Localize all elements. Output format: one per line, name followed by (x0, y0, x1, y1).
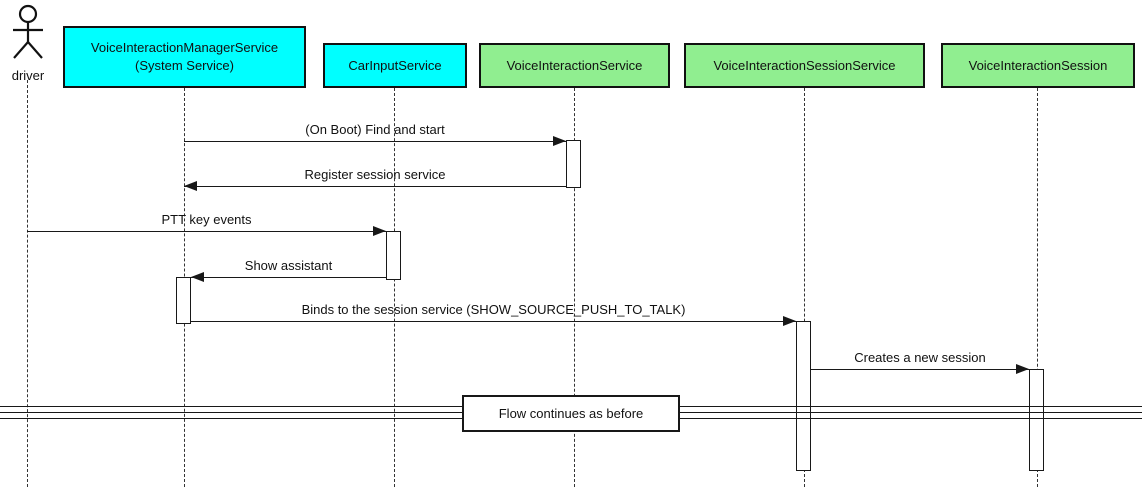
activation-bar-voice-interaction-session-service (796, 321, 811, 471)
lifeline-voice-interaction-session-service (804, 88, 805, 487)
actor-driver: driver (2, 4, 54, 83)
arrowhead-left-icon (184, 181, 197, 191)
participant-voice-interaction-manager-service: VoiceInteractionManagerService (System S… (63, 26, 306, 88)
activation-bar-car-input-service (386, 231, 401, 280)
message-creates-new-session: Creates a new session (811, 349, 1029, 374)
message-line (191, 272, 386, 282)
message-label: Creates a new session (854, 350, 986, 365)
arrowhead-right-icon (783, 316, 796, 326)
message-line (191, 316, 796, 326)
lifeline-car-input-service (394, 88, 395, 487)
message-ptt-key-events: PTT key events (27, 211, 386, 236)
message-register-session-service: Register session service (184, 166, 566, 191)
lifeline-voice-interaction-service (574, 88, 575, 487)
actor-figure-icon (13, 4, 43, 59)
arrowhead-right-icon (373, 226, 386, 236)
participant-voice-interaction-session: VoiceInteractionSession (941, 43, 1135, 88)
message-on-boot-find-and-start: (On Boot) Find and start (184, 121, 566, 146)
message-line (184, 181, 566, 191)
divider-label: Flow continues as before (498, 406, 644, 421)
lifeline-driver (27, 80, 28, 487)
message-label: PTT key events (161, 212, 252, 227)
arrowhead-left-icon (191, 272, 204, 282)
message-show-assistant: Show assistant (191, 257, 386, 282)
participant-voice-interaction-session-service: VoiceInteractionSessionService (684, 43, 925, 88)
activation-bar-voice-interaction-session (1029, 369, 1044, 471)
message-line (184, 136, 566, 146)
participant-car-input-service: CarInputService (323, 43, 467, 88)
divider-label-box: Flow continues as before (462, 395, 680, 432)
message-binds-to-session-service: Binds to the session service (SHOW_SOURC… (191, 301, 796, 326)
actor-label: driver (11, 68, 45, 83)
arrowhead-right-icon (1016, 364, 1029, 374)
message-label: Binds to the session service (SHOW_SOURC… (301, 302, 686, 317)
message-line (27, 226, 386, 236)
lifeline-voice-interaction-session (1037, 88, 1038, 487)
message-label: (On Boot) Find and start (305, 122, 445, 137)
participant-voice-interaction-service: VoiceInteractionService (479, 43, 670, 88)
message-line (811, 364, 1029, 374)
message-label: Register session service (304, 167, 446, 182)
activation-bar-voice-interaction-manager-service (176, 277, 191, 324)
message-label: Show assistant (244, 258, 333, 273)
activation-bar-voice-interaction-service (566, 140, 581, 188)
arrowhead-right-icon (553, 136, 566, 146)
